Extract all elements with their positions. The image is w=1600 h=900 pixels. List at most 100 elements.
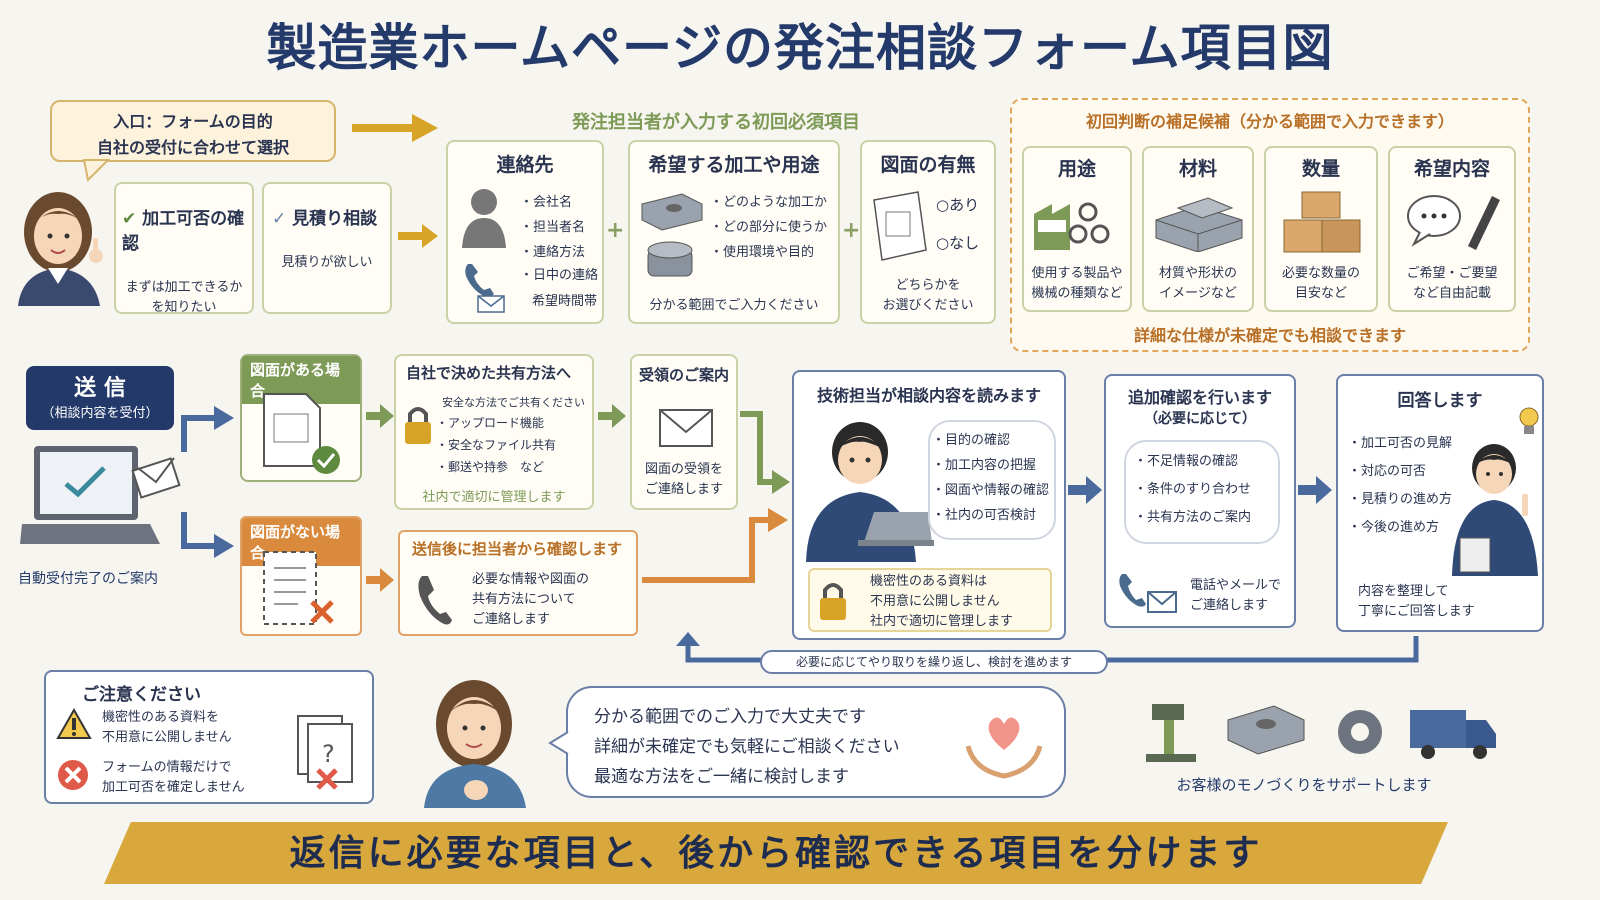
entry-line2: 自社の受付に合わせて選択 [96, 138, 289, 157]
arrow-right-icon [352, 114, 438, 142]
answer-item: 対応の可否 [1348, 458, 1452, 486]
confirm-sub: （必要に応じて） [1144, 411, 1256, 427]
answer-note: 丁寧にご回答します [1358, 604, 1475, 619]
supplement-footer: 詳細な仕様が未確定でも相談できます [1133, 326, 1406, 345]
tech-title: 技術担当が相談内容を読みます [816, 386, 1041, 405]
supplement-desc: 使用する製品や [1031, 266, 1123, 281]
contact-card: 連絡先 会社名 担当者名 連絡方法 日中の連絡 希望時間帯 [446, 140, 604, 324]
share-item: 安全なファイル共有 [436, 434, 556, 456]
share-card: 自社で決めた共有方法へ 安全な方法でご共有ください アップロード機能 安全なファ… [394, 354, 594, 510]
bottom-banner [104, 822, 1448, 884]
contact-item: 会社名 [520, 190, 598, 215]
drawing-option-yes[interactable]: ○あり [936, 196, 980, 214]
send-sub: （相談内容を受付） [41, 406, 159, 421]
purpose-card-check[interactable]: ✔ 加工可否の確認 まずは加工できるか を知りたい [114, 182, 254, 315]
svg-text:?: ? [322, 740, 335, 768]
truck-icon [1410, 710, 1496, 759]
laptop-icon [20, 446, 181, 544]
plus-icon: + [606, 218, 625, 243]
supplement-desc: など自由記載 [1412, 286, 1491, 301]
caution-text: フォームの情報だけで [102, 760, 232, 775]
confirm-note: ご連絡します [1190, 598, 1269, 613]
staff-avatar [1452, 444, 1538, 576]
drawing-card: 図面の有無 ○あり ○なし どちらかを お選びください [860, 140, 996, 324]
tech-note: 機密性のある資料は [870, 574, 988, 589]
confirm-note: 電話やメールで [1190, 578, 1282, 593]
bubble-tail [548, 731, 569, 755]
woman-avatar [18, 192, 103, 306]
support-icons [1146, 704, 1496, 762]
confirm-item: 共有方法のご案内 [1134, 504, 1251, 532]
confirm-card: 追加確認を行います （必要に応じて） 不足情報の確認 条件のすり合わせ 共有方法… [1104, 374, 1296, 628]
drill-press-icon [1146, 704, 1196, 762]
no-drawing-card: 図面がない場合 [240, 516, 362, 636]
tech-item: 図面や情報の確認 [932, 478, 1049, 503]
receipt-title: 受領のご案内 [638, 366, 729, 384]
phone-mail-icon [1119, 574, 1177, 613]
after-send-title: 送信後に担当者から確認します [412, 540, 623, 558]
supplement-title: 数量 [1301, 158, 1340, 180]
support-text: お客様のモノづくりをサポートします [1176, 776, 1432, 794]
supplement-desc: 機械の種類など [1031, 286, 1123, 301]
drawing-title: 図面の有無 [880, 154, 976, 176]
speech-line: 分かる範囲でのご入力で大丈夫です [594, 707, 866, 727]
speech-bubble: 分かる範囲でのご入力で大丈夫です 詳細が未確定でも気軽にご相談ください 最適な方… [566, 686, 1066, 798]
contact-item: 日中の連絡 [520, 265, 598, 287]
drawing-note: お選びください [882, 298, 974, 313]
supplement-card-quantity: 数量 必要な数量の 目安など [1264, 146, 1378, 312]
plus-icon: + [842, 218, 861, 243]
answer-note: 内容を整理して [1358, 584, 1449, 599]
share-title: 自社で決めた共有方法へ [406, 364, 572, 382]
answer-item: 見積りの進め方 [1348, 486, 1452, 514]
page-title: 製造業ホームページの発注相談フォーム項目図 [266, 19, 1334, 77]
supplement-desc: ご希望・ご要望 [1406, 266, 1498, 281]
tech-note-box: 機密性のある資料は 不用意に公開しません 社内で適切に管理します [808, 568, 1052, 632]
supplement-card-request: 希望内容 ご希望・ご要望 など自由記載 [1388, 146, 1516, 312]
receipt-card: 受領のご案内 図面の受領を ご連絡します [630, 354, 738, 510]
drawing-check-icon [263, 393, 340, 474]
arrow-right-icon [398, 224, 438, 248]
supplement-heading: 初回判断の補足候補（分かる範囲で入力できます） [1085, 112, 1454, 131]
processing-title: 希望する加工や用途 [648, 154, 820, 176]
confirm-item: 条件のすり合わせ [1134, 476, 1251, 504]
contact-item: 担当者名 [520, 215, 598, 240]
lightbulb-icon [1519, 407, 1539, 434]
contact-item: 希望時間帯 [532, 294, 598, 309]
send-title: 送 信 [74, 376, 126, 401]
arrow-up-right-icon [642, 508, 788, 583]
share-intro: 安全な方法でご共有ください [442, 396, 585, 409]
purpose-card-estimate[interactable]: ✓ 見積り相談 見積りが欲しい [262, 182, 392, 314]
clipboard-icon: ✓ [272, 209, 287, 229]
woman-avatar [424, 680, 526, 808]
after-send-desc: ご連絡します [472, 612, 551, 627]
banner-text: 返信に必要な項目と、後から確認できる項目を分けます [289, 833, 1263, 874]
purpose-title: 見積り相談 [292, 209, 378, 229]
caution-text: 不用意に公開しません [102, 730, 232, 745]
with-drawing-card: 図面がある場合 [240, 354, 362, 482]
drawing-option-no[interactable]: ○なし [936, 234, 980, 252]
supplement-title: 材料 [1178, 158, 1217, 180]
after-send-card: 送信後に担当者から確認します 必要な情報や図面の 共有方法について ご連絡します [398, 530, 638, 636]
purpose-title: 加工可否の確認 [122, 209, 245, 254]
caution-text: 機密性のある資料を [102, 710, 220, 725]
check-circle-icon: ✔ [122, 209, 137, 229]
confirm-item: 不足情報の確認 [1134, 448, 1251, 476]
after-send-desc: 必要な情報や図面の [472, 572, 590, 587]
lock-icon [820, 583, 846, 620]
auto-receipt-text: 自動受付完了のご案内 [18, 571, 158, 587]
person-icon [462, 189, 506, 248]
arrow-down-right-icon [740, 411, 790, 494]
processing-item: どの部分に使うか [710, 215, 827, 240]
warning-icon [56, 708, 92, 739]
speech-line: 詳細が未確定でも気軽にご相談ください [594, 737, 900, 757]
arrow-right-icon [366, 404, 394, 428]
processing-item: 使用環境や目的 [710, 240, 827, 265]
lock-icon [405, 407, 431, 444]
boxes-icon [1283, 191, 1361, 253]
supplement-card-material: 材料 材質や形状の イメージなど [1142, 146, 1254, 312]
receipt-desc: ご連絡します [644, 482, 723, 497]
after-send-desc: 共有方法について [472, 592, 576, 607]
branch-arrows [181, 406, 234, 558]
phone-icon [418, 576, 452, 625]
supplement-desc: 必要な数量の [1281, 266, 1360, 281]
